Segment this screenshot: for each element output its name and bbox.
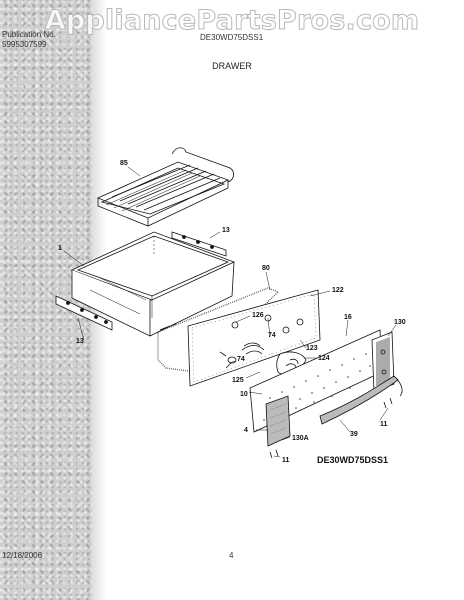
screws-11 [269,397,393,459]
publication-number-value: 5995307599 [2,40,47,49]
section-title: DRAWER [212,61,252,71]
callout-11-right: 11 [380,421,388,428]
callout-85: 85 [120,160,128,167]
callout-130a: 130A [292,435,309,442]
part-13-lower-rail [55,295,113,331]
part-4-side-trim [265,395,291,447]
part-13-upper-rail [171,231,227,257]
callout-11-bottom: 11 [282,457,290,464]
diagram-model-number: DE30WD75DSS1 [317,455,389,465]
callout-122: 122 [332,287,344,294]
footer-page-number: 4 [229,551,234,560]
callout-124: 124 [318,355,330,362]
callout-74-upper: 74 [268,332,276,339]
callout-labels: 85 13 1 80 122 126 16 130 74 13 123 74 1… [58,160,406,464]
footer-date: 12/18/2006 [2,551,43,560]
callout-1: 1 [58,245,62,252]
callout-39: 39 [350,431,358,438]
callout-74-lower: 74 [237,356,245,363]
callout-126: 126 [252,312,264,319]
part-80-gasket [157,287,280,373]
header-model-number: DE30WD75DSS1 [200,33,264,42]
leader-lines [63,166,397,458]
callout-16: 16 [344,314,352,321]
callout-123: 123 [306,345,318,352]
callout-125: 125 [232,377,244,384]
part-122-inner-panel [187,289,321,387]
part-85-wire-rack [96,147,234,227]
part-1-drawer-box [70,231,236,337]
callout-4: 4 [244,427,248,434]
part-39-handle [319,375,403,425]
callout-13-lower: 13 [76,338,84,345]
part-130-side-trim [371,331,395,393]
callout-130: 130 [394,319,406,326]
callout-80: 80 [262,265,270,272]
callout-10: 10 [240,391,248,398]
publication-number-label: Publication No. [2,30,56,39]
watermark-text: AppliancePartsPros.com [44,4,420,36]
callout-13-upper: 13 [222,227,230,234]
